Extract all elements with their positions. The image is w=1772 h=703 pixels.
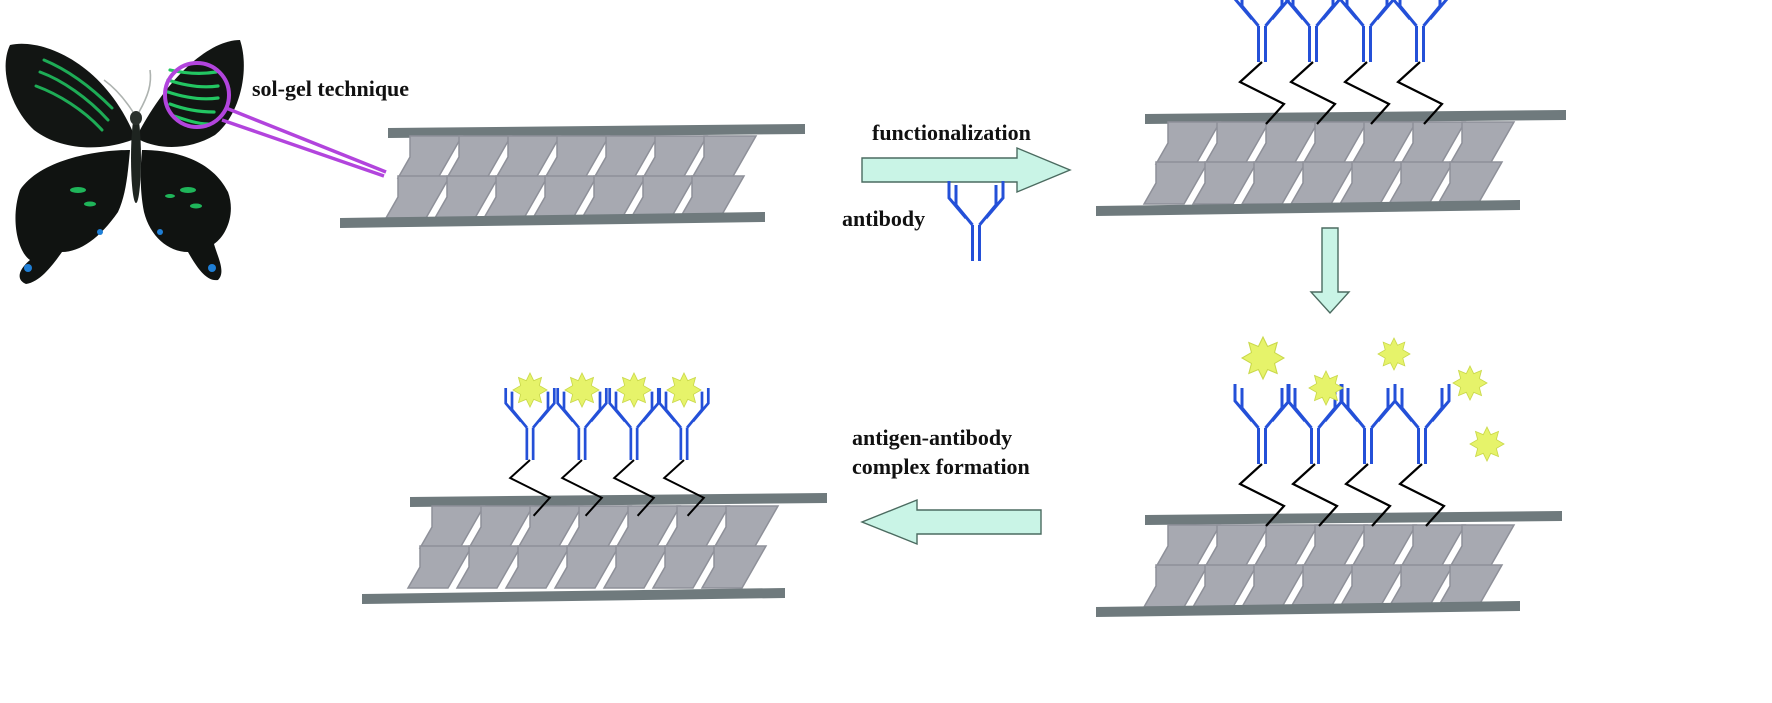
antigen-shape: [616, 372, 652, 408]
antigen-shape: [666, 372, 702, 408]
butterfly-image: [5, 40, 244, 284]
antigen-shape: [512, 372, 548, 408]
antibody-y-icon: [1233, 382, 1291, 466]
antigen-shape: [1377, 337, 1411, 371]
linker-zigzag: [560, 459, 604, 517]
linker-zigzag: [1289, 61, 1337, 125]
antibody-y-icon: [1339, 382, 1397, 466]
linker-line: [1344, 463, 1392, 527]
antigen-shape: [564, 372, 600, 408]
top-plate: [1145, 511, 1562, 525]
substrate-panel: [1096, 0, 1566, 216]
linker-zigzag: [1238, 61, 1286, 125]
label-sol-gel: sol-gel technique: [252, 76, 409, 101]
antigen-shape: [1452, 365, 1488, 401]
hexagon-cell: [700, 545, 768, 589]
linker-zigzag: [1238, 463, 1286, 527]
antibody-shape: [1284, 0, 1342, 64]
linker-line: [1238, 463, 1286, 527]
antigen-star-icon: [564, 372, 600, 408]
antigen-shape: [1308, 370, 1344, 406]
linker-line: [662, 459, 706, 517]
antigen-star-icon: [1469, 426, 1505, 462]
top-plate: [388, 124, 805, 138]
bottom-plate: [362, 588, 785, 604]
magnifier-pointer: [163, 61, 387, 178]
arrow-down: [1309, 227, 1351, 315]
antigen-star-icon: [666, 372, 702, 408]
antigen-star-icon: [512, 372, 548, 408]
linker-zigzag: [1344, 463, 1392, 527]
antigen-star-icon: [1241, 336, 1285, 380]
antibody-shape: [1338, 0, 1396, 64]
antigen-star-icon: [1452, 365, 1488, 401]
antibody-y-icon: [1233, 0, 1291, 64]
top-plate: [410, 493, 827, 507]
antigen-star-icon: [616, 372, 652, 408]
linker-zigzag: [662, 459, 706, 517]
linker-zigzag: [508, 459, 552, 517]
linker-line: [508, 459, 552, 517]
linker-line: [1396, 61, 1444, 125]
linker-line: [1343, 61, 1391, 125]
linker-zigzag: [1343, 61, 1391, 125]
linker-line: [560, 459, 604, 517]
antibody-y-icon: [947, 179, 1005, 263]
label-antibody: antibody: [842, 206, 925, 231]
arrow-left-complex: [860, 498, 1042, 546]
antigen-shape: [1241, 336, 1285, 380]
label-functionalization: functionalization: [872, 120, 1031, 145]
antibody-shape: [1233, 0, 1291, 64]
antibody-y-icon: [1338, 0, 1396, 64]
antibody-y-icon: [1391, 0, 1449, 64]
top-plate: [1145, 110, 1566, 124]
antibody-shape: [1391, 0, 1449, 64]
label-complex-line1: antigen-antibody: [852, 425, 1012, 450]
bottom-plate: [1096, 601, 1520, 617]
antigen-star-icon: [1377, 337, 1411, 371]
arrow-right-functionalization: [861, 146, 1072, 194]
linker-zigzag: [1396, 61, 1444, 125]
label-complex-line2: complex formation: [852, 454, 1030, 479]
linker-line: [612, 459, 656, 517]
antibody-shape: [1393, 382, 1451, 466]
substrate-panel: [362, 372, 827, 604]
substrate-panel: [1096, 336, 1562, 617]
linker-zigzag: [612, 459, 656, 517]
antigen-shape: [1469, 426, 1505, 462]
linker-line: [1289, 61, 1337, 125]
substrate-panel: [340, 124, 805, 228]
linker-zigzag: [1398, 463, 1446, 527]
antibody-shape: [1233, 382, 1291, 466]
antibody-y-icon: [1393, 382, 1451, 466]
bottom-plate: [1096, 200, 1520, 216]
linker-line: [1291, 463, 1339, 527]
linker-zigzag: [1291, 463, 1339, 527]
linker-line: [1398, 463, 1446, 527]
antigen-star-icon: [1308, 370, 1344, 406]
antibody-shape: [1339, 382, 1397, 466]
bottom-plate: [340, 212, 765, 228]
substrate-panels: [340, 0, 1566, 617]
linker-line: [1238, 61, 1286, 125]
antibody-y-icon: [1284, 0, 1342, 64]
